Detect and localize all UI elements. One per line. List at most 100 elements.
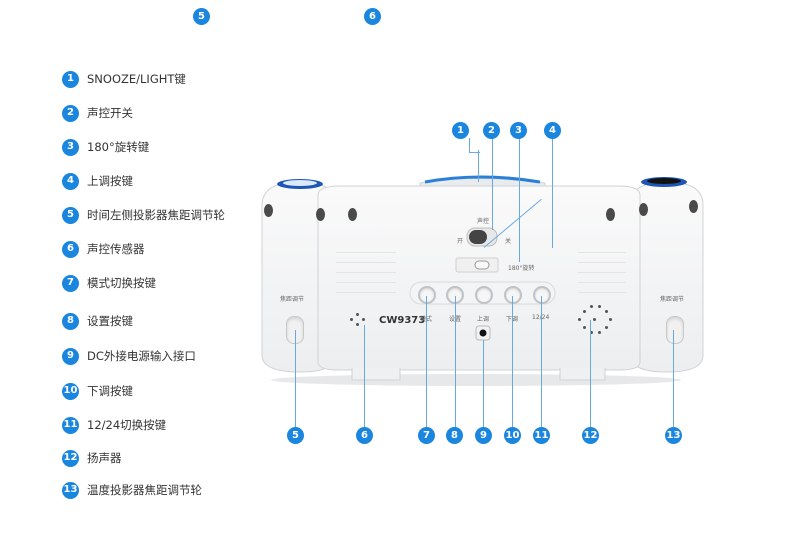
legend-item-6: 6 声控传感器: [62, 240, 145, 258]
callout-line: [455, 296, 456, 428]
callout-line: [541, 296, 542, 428]
callout-line-diagonal: [469, 152, 480, 153]
callout-line: [673, 330, 674, 428]
legend-text: 扬声器: [87, 451, 122, 465]
right-knob-label: 焦距调节: [660, 296, 685, 303]
vent-line: [578, 292, 626, 293]
callout-badge-5: 5: [287, 427, 304, 444]
legend-text: 设置按键: [87, 314, 133, 328]
legend-item-1: 1 SNOOZE/LIGHT键: [62, 70, 186, 88]
callout-badge-13: 13: [665, 427, 682, 444]
legend-badge: 10: [62, 382, 79, 400]
12-24-button[interactable]: [533, 286, 551, 304]
legend-item-13: 13 温度投影器焦距调节轮: [62, 481, 202, 499]
legend-badge: 13: [62, 481, 79, 499]
screw-icon: [639, 203, 648, 216]
switch-label: 声控: [477, 218, 490, 225]
vent-line: [578, 272, 626, 273]
legend-text: 下调按键: [87, 384, 133, 398]
left-knob-label: 焦距调节: [280, 296, 305, 303]
screw-icon: [348, 208, 357, 221]
vent-line: [336, 282, 396, 283]
callout-badge-12: 12: [582, 427, 599, 444]
legend-text: 温度投影器焦距调节轮: [87, 483, 202, 497]
down-button[interactable]: [504, 286, 522, 304]
legend-item-9: 9 DC外接电源输入接口: [62, 347, 196, 365]
legend-item-8: 8 设置按键: [62, 312, 133, 330]
legend-item-12: 12 扬声器: [62, 449, 122, 467]
callout-line: [552, 138, 553, 248]
callout-line: [519, 138, 520, 262]
legend-badge: 4: [62, 172, 79, 190]
vent-line: [578, 252, 626, 253]
up-button[interactable]: [475, 286, 493, 304]
callout-badge-1: 1: [452, 122, 469, 139]
legend-badge: 11: [62, 416, 79, 434]
callout-badge-11: 11: [533, 427, 550, 444]
legend-badge: 5: [62, 206, 79, 224]
legend-text: DC外接电源输入接口: [87, 349, 196, 363]
legend-text: SNOOZE/LIGHT键: [87, 72, 186, 86]
callout-badge-2: 2: [483, 122, 500, 139]
legend-text: 声控开关: [87, 106, 133, 120]
up-button-label: 上调: [477, 316, 490, 323]
legend-text: 时间左侧投影器焦距调节轮: [87, 208, 225, 222]
legend-badge: 7: [62, 274, 79, 292]
badge-5-top: 5: [193, 8, 210, 25]
callout-line: [295, 330, 296, 428]
screw-icon: [316, 208, 325, 221]
mode-button[interactable]: [418, 286, 436, 304]
callout-badge-3: 3: [510, 122, 527, 139]
legend-badge: 2: [62, 104, 79, 122]
vent-line: [336, 252, 396, 253]
legend-item-10: 10 下调按键: [62, 382, 133, 400]
legend-badge: 9: [62, 347, 79, 365]
callout-line: [590, 320, 591, 428]
legend-text: 180°旋转键: [87, 140, 150, 154]
callout-badge-7: 7: [418, 427, 435, 444]
callout-badge-4: 4: [544, 122, 561, 139]
callout-line: [469, 138, 470, 152]
vent-line: [578, 282, 626, 283]
legend-item-5: 5 时间左侧投影器焦距调节轮: [62, 206, 225, 224]
callout-badge-6: 6: [356, 427, 373, 444]
legend-text: 12/24切换按键: [87, 418, 167, 432]
vent-line: [336, 292, 396, 293]
vent-line: [578, 262, 626, 263]
screw-icon: [689, 200, 698, 213]
callout-line: [364, 325, 365, 428]
model-label: CW9373: [379, 315, 426, 326]
legend-item-2: 2 声控开关: [62, 104, 133, 122]
callout-line: [492, 138, 493, 230]
legend-badge: 6: [62, 240, 79, 258]
callout-badge-10: 10: [504, 427, 521, 444]
callout-line: [478, 150, 479, 182]
callout-badge-8: 8: [446, 427, 463, 444]
callout-line: [483, 340, 484, 428]
callout-line: [426, 296, 427, 428]
legend-text: 模式切换按键: [87, 276, 156, 290]
badge-6-top: 6: [364, 8, 381, 25]
legend-item-3: 3 180°旋转键: [62, 138, 149, 156]
legend-item-7: 7 模式切换按键: [62, 274, 156, 292]
callout-line: [512, 296, 513, 428]
legend-badge: 1: [62, 70, 79, 88]
screw-icon: [264, 204, 273, 217]
rotate-label: 180°旋转: [508, 265, 535, 272]
switch-on-label: 关: [505, 238, 512, 245]
legend-item-4: 4 上调按键: [62, 172, 133, 190]
legend-item-11: 11 12/24切换按键: [62, 416, 166, 434]
12-24-button-label: 12/24: [532, 314, 549, 321]
legend-badge: 3: [62, 138, 79, 156]
legend-text: 上调按键: [87, 174, 133, 188]
vent-line: [336, 272, 396, 273]
screw-icon: [606, 208, 615, 221]
legend-text: 声控传感器: [87, 242, 145, 256]
legend-badge: 8: [62, 312, 79, 330]
vent-line: [336, 262, 396, 263]
right-focus-knob[interactable]: [666, 316, 684, 344]
switch-off-label: 开: [457, 238, 464, 245]
callout-badge-9: 9: [475, 427, 492, 444]
legend-badge: 12: [62, 449, 79, 467]
